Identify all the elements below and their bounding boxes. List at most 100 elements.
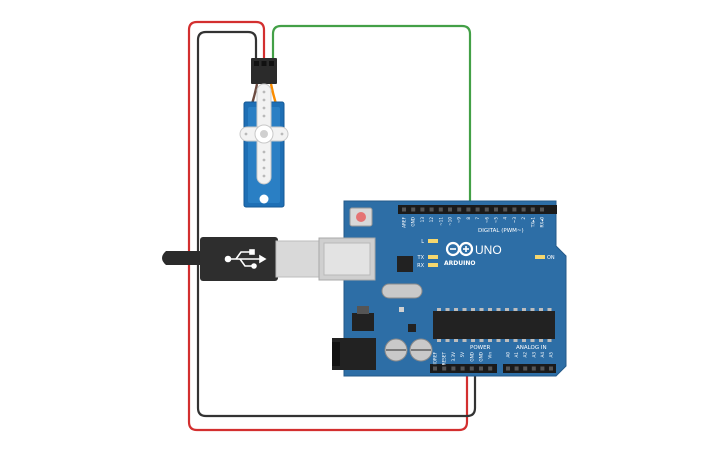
digital-pin-hole[interactable] <box>540 207 544 212</box>
digital-pin-hole[interactable] <box>457 207 462 212</box>
reset-button-cap <box>356 212 366 222</box>
chip-pin <box>496 339 501 342</box>
power-pin-label: GND <box>469 352 474 362</box>
chip-pin <box>539 339 543 342</box>
power-pin-hole[interactable] <box>433 366 437 371</box>
smd-component-2 <box>408 324 416 332</box>
digital-pin-label: 13 <box>420 217 425 223</box>
power-pin-hole[interactable] <box>451 366 456 371</box>
digital-pin-hole[interactable] <box>466 207 471 212</box>
usb-interface-chip <box>397 256 413 272</box>
analog-pin-label: A5 <box>549 352 554 358</box>
power-label: POWER <box>470 345 491 351</box>
power-pin-hole[interactable] <box>479 366 483 371</box>
led-rx-label: RX <box>417 263 424 269</box>
analog-header[interactable] <box>503 364 556 373</box>
digital-pin-hole[interactable] <box>420 207 425 212</box>
servo-pin-3 <box>269 61 274 66</box>
power-pin-hole[interactable] <box>442 366 447 371</box>
green-signal-wire[interactable] <box>271 24 472 206</box>
red-power-wire[interactable] <box>187 20 469 432</box>
usb-b-port-inner <box>323 242 371 276</box>
voltage-regulator <box>352 313 374 331</box>
analog-pin-hole[interactable] <box>523 366 528 371</box>
chip-pin <box>496 308 501 311</box>
digital-pin-hole[interactable] <box>521 207 526 212</box>
chip-pin <box>488 339 492 342</box>
chip-pin <box>522 308 526 311</box>
power-pin-hole[interactable] <box>469 366 474 371</box>
analog-pin-hole[interactable] <box>506 366 510 371</box>
chip-pin <box>445 339 450 342</box>
digital-label: DIGITAL (PWM~) <box>478 228 524 234</box>
digital-pin-hole[interactable] <box>512 207 517 212</box>
led-rx <box>428 263 438 267</box>
analog-pin-hole[interactable] <box>549 366 553 371</box>
board-model-label: UNO <box>475 243 502 257</box>
regulator-tab <box>357 306 369 314</box>
bottom-header-holes <box>433 366 553 371</box>
digital-pin-hole[interactable] <box>411 207 416 212</box>
analog-pin-hole[interactable] <box>514 366 519 371</box>
servo-mount-hole <box>259 194 269 204</box>
usb-b-cable[interactable] <box>162 237 321 281</box>
black-ground-wire[interactable] <box>196 30 477 418</box>
atmega-microcontroller <box>433 311 555 339</box>
digital-pin-label: ~3 <box>512 217 517 224</box>
chip-pin <box>505 339 509 342</box>
analog-pin-label: A3 <box>531 352 536 358</box>
chip-pin <box>513 339 518 342</box>
digital-pin-hole[interactable] <box>484 207 489 212</box>
usb-symbol-icon <box>224 249 267 269</box>
servo-motor[interactable] <box>239 58 289 208</box>
led-l-label: L <box>421 239 424 245</box>
digital-pin-hole[interactable] <box>438 207 443 212</box>
analog-pin-hole[interactable] <box>531 366 536 371</box>
power-pin-label: Vin <box>488 352 493 359</box>
led-l <box>428 239 438 243</box>
chip-pin <box>454 339 458 342</box>
digital-pin-hole[interactable] <box>503 207 508 212</box>
chip-pin <box>530 339 535 342</box>
digital-pin-label: TX▸1 <box>530 217 535 229</box>
chip-pin <box>488 308 492 311</box>
power-pin-label: GND <box>479 352 484 362</box>
led-on <box>535 255 545 259</box>
servo-lead-orange <box>269 83 278 105</box>
digital-pin-hole[interactable] <box>475 207 480 212</box>
servo-horn <box>239 83 289 185</box>
brand-label: ARDUINO <box>444 260 475 267</box>
digital-pin-hole[interactable] <box>448 207 452 212</box>
analog-pin-label: A1 <box>514 352 519 358</box>
digital-pin-label: 7 <box>475 217 480 220</box>
smd-component-1 <box>399 307 404 312</box>
digital-pin-label: ~10 <box>448 217 453 226</box>
digital-pin-label: 8 <box>466 217 471 220</box>
digital-pin-hole[interactable] <box>530 207 535 212</box>
chip-pin <box>471 308 475 311</box>
analog-pin-hole[interactable] <box>540 366 545 371</box>
led-tx <box>428 255 438 259</box>
chip-pins <box>437 308 552 342</box>
analog-label: ANALOG IN <box>516 345 547 351</box>
digital-pin-hole[interactable] <box>494 207 498 212</box>
chip-pin <box>462 308 467 311</box>
usb-cable-tail <box>162 251 205 265</box>
digital-pin-label: ~9 <box>457 217 462 224</box>
power-pin-hole[interactable] <box>488 366 493 371</box>
digital-pin-hole[interactable] <box>429 207 434 212</box>
digital-pin-label: 4 <box>503 217 508 220</box>
capacitors <box>384 338 433 362</box>
power-pin-label: RESET <box>442 352 447 366</box>
analog-pin-label: A2 <box>523 352 528 358</box>
chip-pin <box>437 339 441 342</box>
analog-pin-label: A0 <box>506 352 511 358</box>
servo-pin-2 <box>261 61 267 66</box>
digital-pin-hole[interactable] <box>402 207 406 212</box>
chip-pin <box>522 339 526 342</box>
dc-jack-opening <box>332 342 340 366</box>
power-pin-hole[interactable] <box>460 366 465 371</box>
